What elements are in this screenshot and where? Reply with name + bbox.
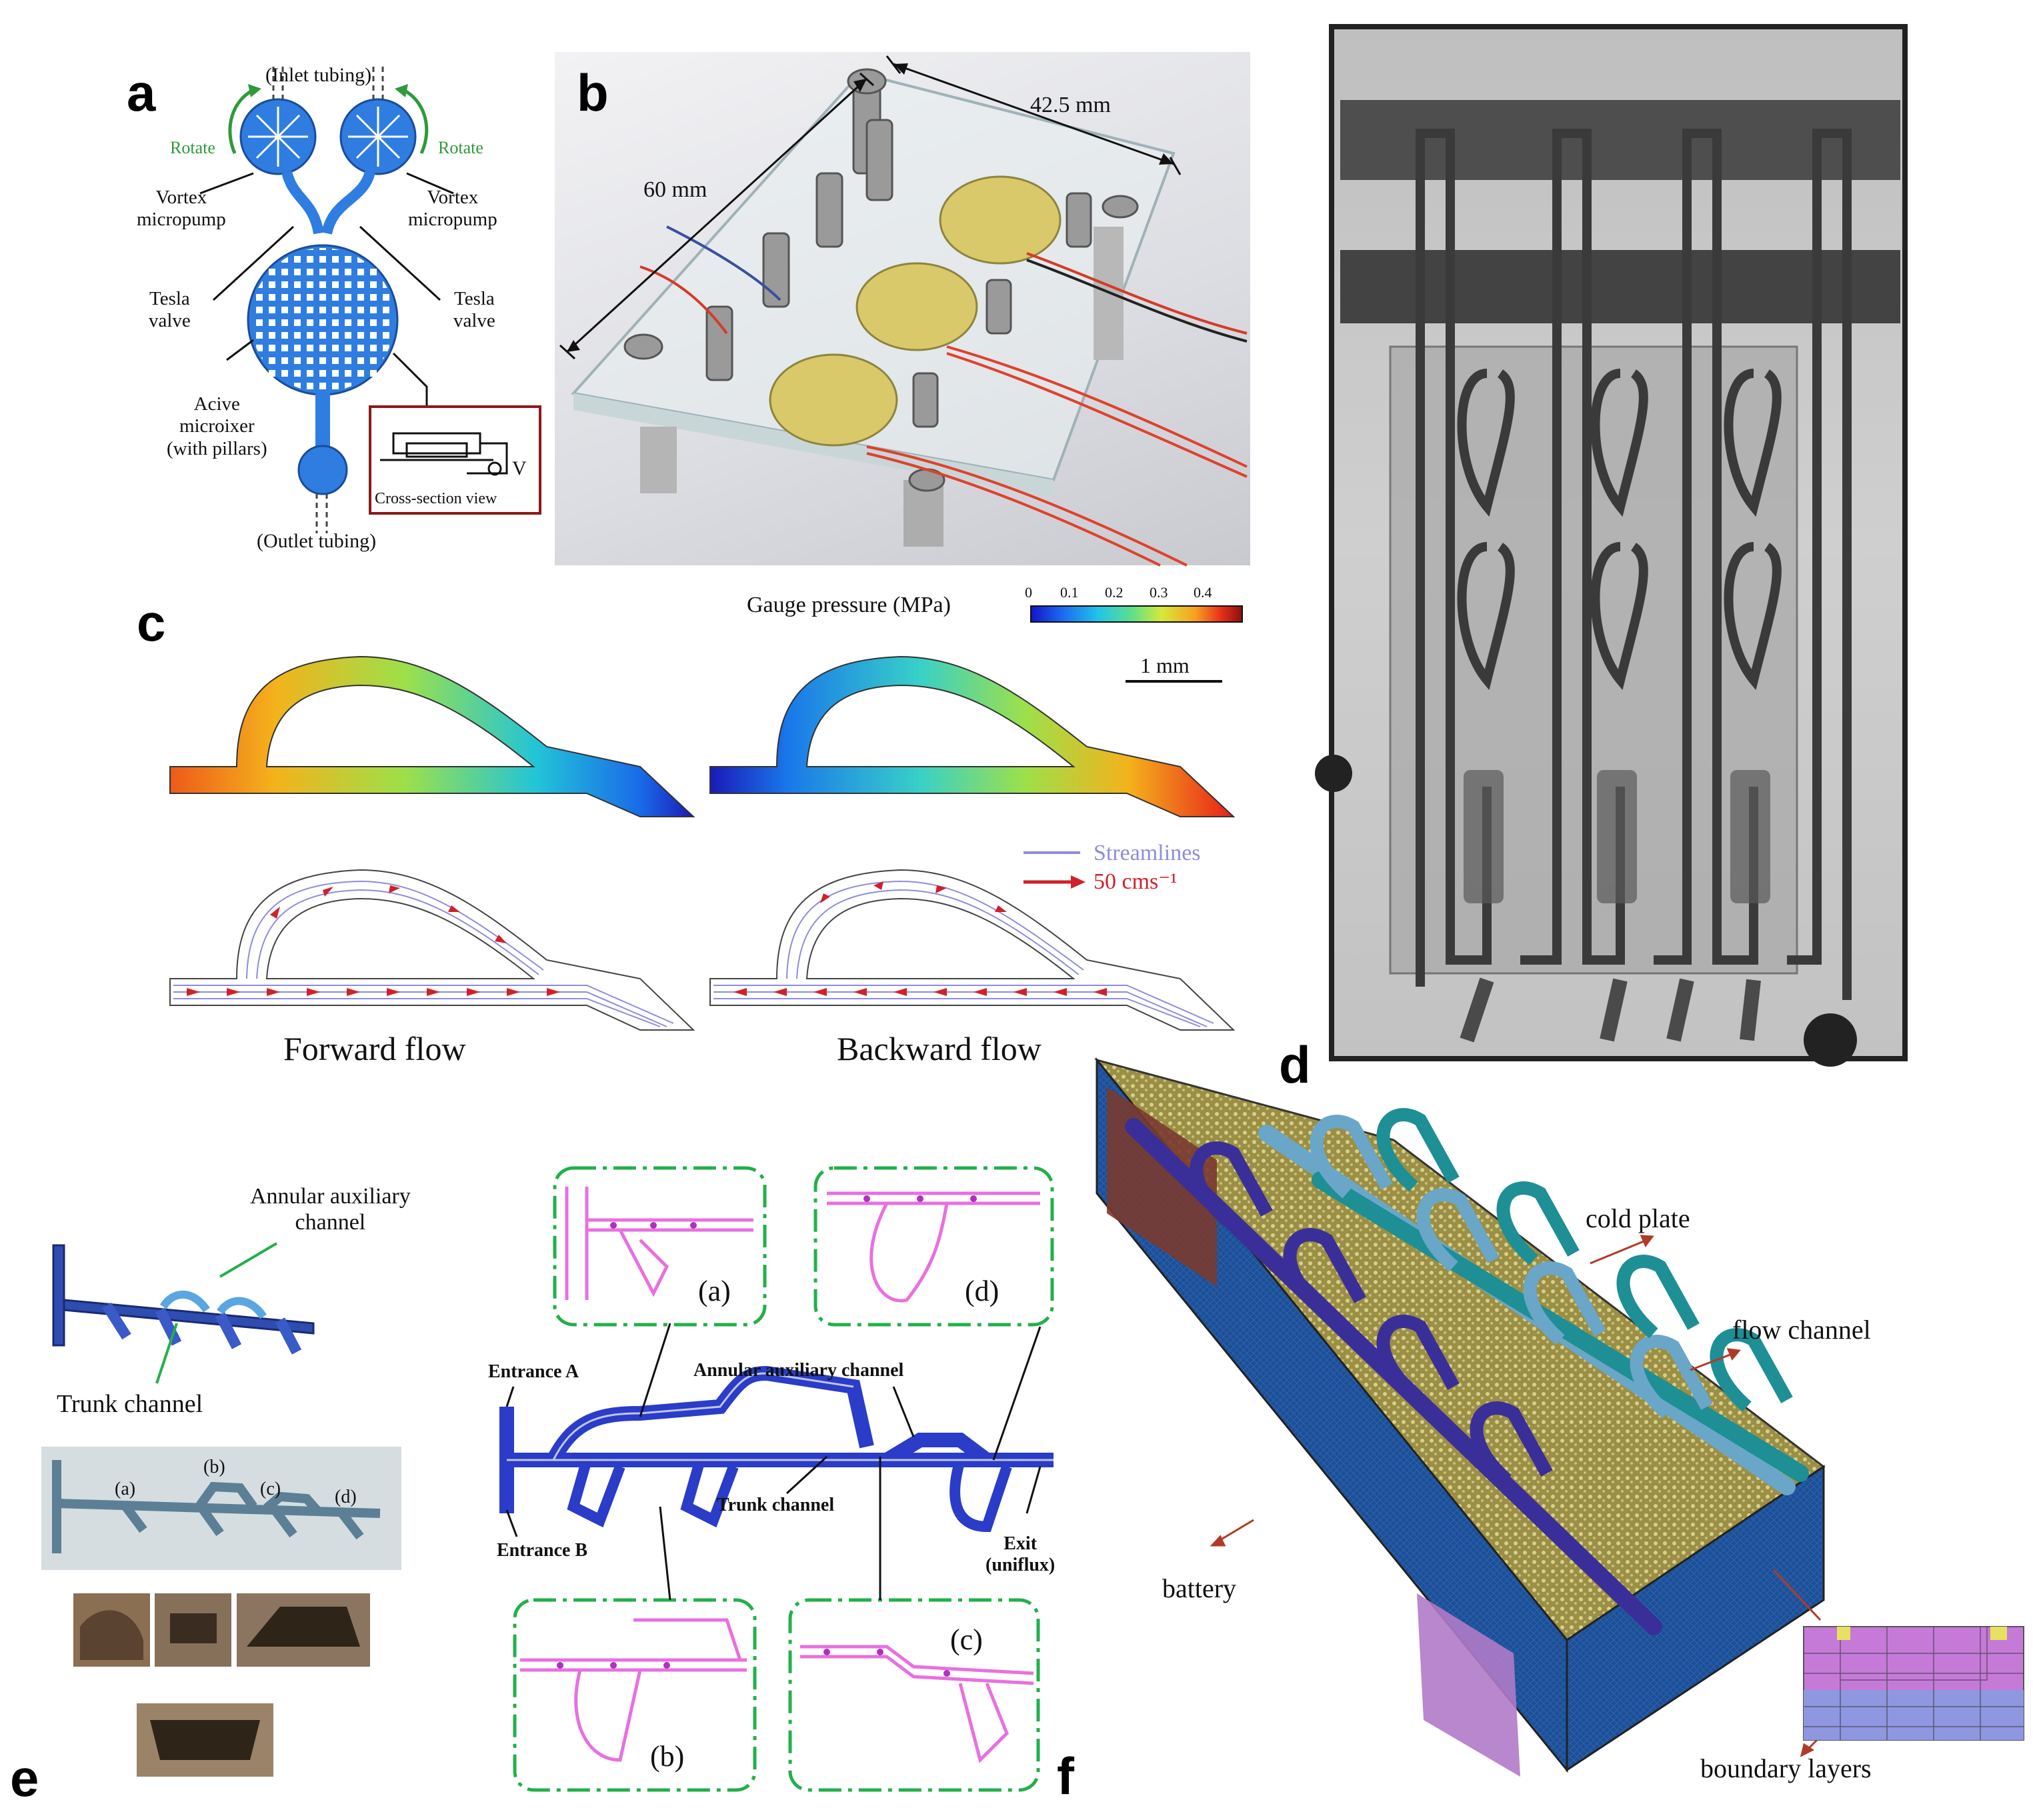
annular-channel-label-f: Annular auxiliary channel bbox=[693, 1360, 904, 1381]
panel-e-label: e bbox=[10, 1749, 39, 1807]
inlet-tubing-label: (Inlet tubing) bbox=[265, 64, 372, 86]
outlet-tubing-label: (Outlet tubing) bbox=[257, 530, 377, 552]
colorbar-tick: 0 bbox=[1025, 584, 1032, 601]
colorbar-tick: 0.3 bbox=[1150, 584, 1168, 601]
exit-label: Exit (uniflux) bbox=[985, 1533, 1056, 1576]
panel-f-label: f bbox=[1057, 1747, 1074, 1805]
sub-label-d: (d) bbox=[335, 1487, 357, 1507]
colorbar bbox=[1030, 605, 1243, 623]
inset-label-d: (d) bbox=[965, 1275, 999, 1307]
panel-d-label: d bbox=[1279, 1035, 1311, 1094]
backward-flow-label: Backward flow bbox=[837, 1030, 1042, 1067]
colorbar-title: Gauge pressure (MPa) bbox=[747, 593, 951, 617]
flow-channel-label: flow channel bbox=[1732, 1315, 1871, 1345]
inset-label-b: (b) bbox=[650, 1740, 685, 1773]
cross-section-label: Cross-section view bbox=[375, 490, 497, 507]
colorbar-tick: 0.1 bbox=[1060, 584, 1079, 601]
voltage-label: V bbox=[512, 457, 527, 479]
trunk-channel-label: Trunk channel bbox=[57, 1390, 203, 1418]
annular-channel-label: Annular auxiliary channel bbox=[250, 1184, 411, 1235]
dimension-length-label: 60 mm bbox=[643, 177, 707, 202]
panel-c-label: c bbox=[137, 593, 166, 652]
rotate-left-label: Rotate bbox=[170, 138, 215, 157]
cold-plate-label: cold plate bbox=[1586, 1203, 1690, 1233]
entrance-b-label: Entrance B bbox=[497, 1540, 588, 1561]
legend-velocity-label: 50 cms⁻¹ bbox=[1094, 869, 1178, 894]
sub-label-a: (a) bbox=[115, 1479, 136, 1499]
inset-label-c: (c) bbox=[950, 1623, 983, 1656]
dimension-width-label: 42.5 mm bbox=[1030, 93, 1111, 117]
mixer-label: Acive microixer (with pillars) bbox=[167, 393, 267, 459]
scale-bar-label: 1 mm bbox=[1140, 653, 1190, 677]
vortex-left-label: Vortex micropump bbox=[137, 187, 226, 231]
trunk-channel-label-f: Trunk channel bbox=[717, 1495, 835, 1515]
entrance-a-label: Entrance A bbox=[488, 1361, 579, 1382]
panel-b-label: b bbox=[577, 63, 609, 122]
colorbar-tick: 0.2 bbox=[1105, 584, 1124, 601]
panel-a-label: a bbox=[127, 63, 156, 122]
legend-streamlines-label: Streamlines bbox=[1094, 841, 1201, 865]
scale-bar bbox=[1126, 680, 1222, 683]
boundary-layers-label: boundary layers bbox=[1700, 1753, 1872, 1783]
vortex-right-label: Vortex micropump bbox=[408, 187, 497, 231]
forward-flow-label: Forward flow bbox=[283, 1030, 466, 1067]
tesla-right-label: Tesla valve bbox=[453, 288, 495, 332]
inset-label-a: (a) bbox=[698, 1275, 731, 1307]
sub-label-b: (b) bbox=[203, 1457, 225, 1477]
tesla-left-label: Tesla valve bbox=[149, 288, 191, 332]
battery-label: battery bbox=[1162, 1573, 1237, 1603]
colorbar-tick: 0.4 bbox=[1194, 584, 1212, 601]
sub-label-c: (c) bbox=[260, 1479, 281, 1499]
rotate-right-label: Rotate bbox=[438, 138, 483, 157]
